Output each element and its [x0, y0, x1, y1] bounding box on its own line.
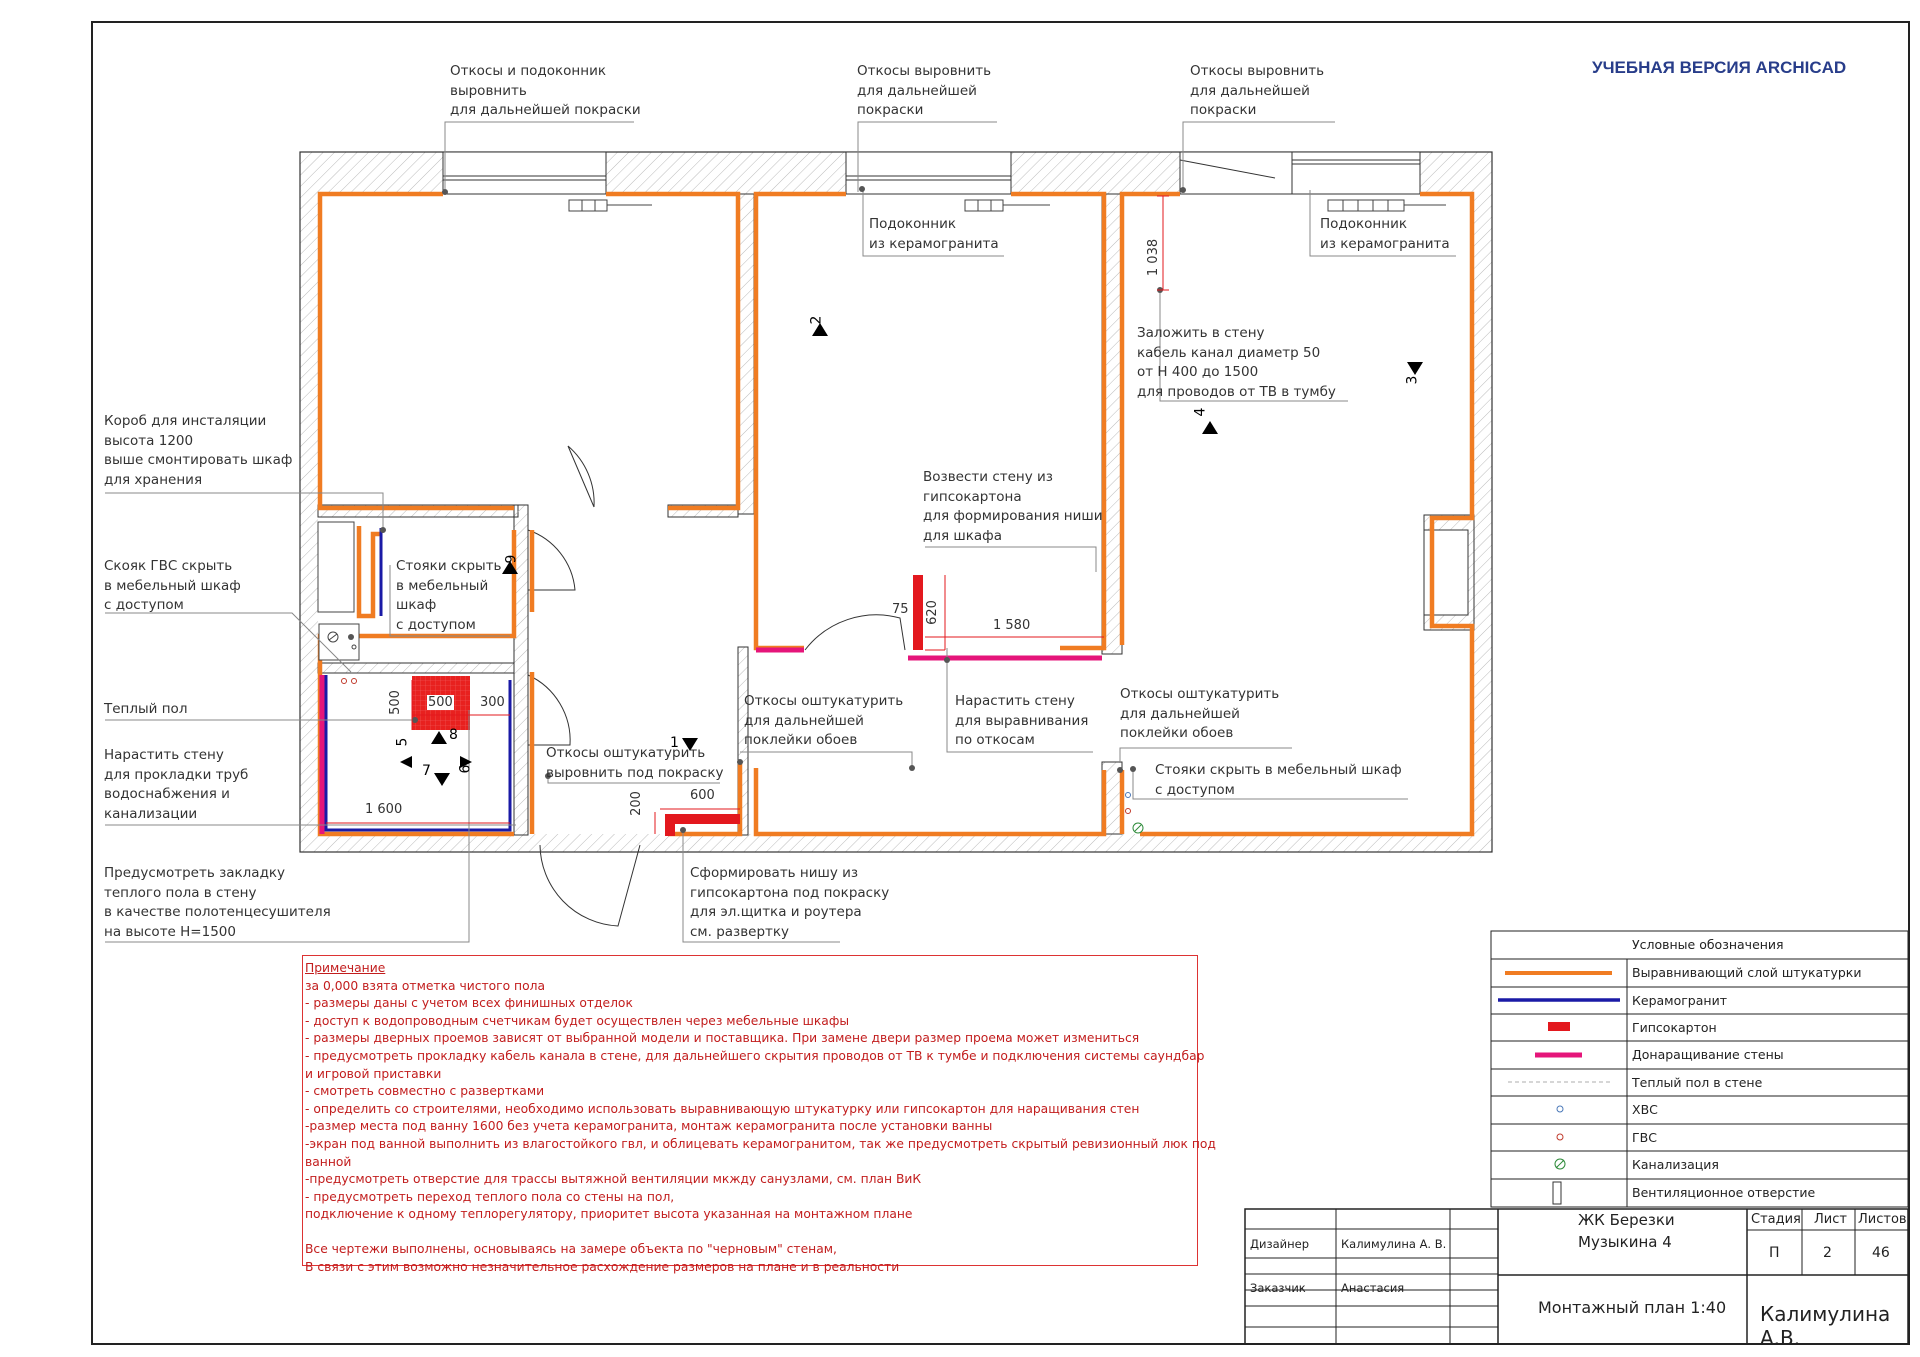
room-mark-8: 8	[449, 727, 458, 743]
dim-500-vertical: 500	[387, 690, 403, 715]
dim-1038: 1 038	[1146, 238, 1162, 277]
notes-title: Примечание	[305, 961, 386, 975]
note-install-box: Короб для инсталяции высота 1200 выше см…	[104, 413, 293, 488]
room-mark-2: 2	[808, 315, 825, 325]
note-drywall-niche: Возвести стену из гипсокартона для форми…	[923, 469, 1103, 544]
notes-line: подключение к одному теплорегулятору, пр…	[305, 1207, 913, 1222]
legend-label-buildup: Донаращивание стены	[1632, 1047, 1784, 1062]
dim-200: 200	[628, 791, 644, 816]
notes-line: и игровой приставки	[305, 1066, 442, 1081]
author-name: Калимулина А.В.	[1760, 1302, 1891, 1350]
legend-label-hot-water: ГВС	[1632, 1130, 1657, 1145]
sheets-value: 46	[1872, 1245, 1890, 1261]
leader-lines	[105, 121, 1456, 943]
note-hot-riser: Скояк ГВС скрыть в мебельный шкаф с дост…	[104, 558, 241, 613]
title-block	[1244, 1208, 1909, 1345]
wall-buildup	[319, 647, 1102, 834]
dim-300: 300	[480, 695, 505, 710]
legend-label-warm-floor: Теплый пол в стене	[1632, 1075, 1763, 1090]
notes-line: - предусмотреть прокладку кабель канала …	[305, 1048, 1205, 1063]
room-mark-1: 1	[670, 735, 679, 751]
note-sill-2: Подоконник из керамогранита	[1320, 216, 1450, 252]
client-name: Анастасия	[1341, 1281, 1405, 1295]
sheet-label: Лист	[1814, 1212, 1847, 1227]
plaster-contour	[317, 191, 1475, 837]
room-mark-4: 4	[1192, 407, 1209, 417]
client-label: Заказчик	[1250, 1281, 1306, 1295]
legend-table	[1490, 930, 1909, 1208]
ceramic-lines	[324, 528, 512, 832]
doors	[527, 445, 906, 927]
legend-label-sewage: Канализация	[1632, 1157, 1719, 1172]
notes-line	[305, 1224, 1195, 1241]
notes-line: -экран под ванной выполнить из влагостой…	[305, 1136, 1216, 1151]
legend-label-plaster: Выравнивающий слой штукатурки	[1632, 965, 1862, 980]
fixtures	[317, 521, 1144, 834]
notes-line: - предусмотреть переход теплого пола со …	[305, 1189, 675, 1204]
stage-value: П	[1769, 1245, 1780, 1261]
project-address: Музыкина 4	[1578, 1233, 1672, 1251]
dim-1580: 1 580	[993, 618, 1031, 633]
room-mark-9: 9	[503, 554, 520, 564]
note-wall-buildup: Нарастить стену для выравнивания по отко…	[955, 693, 1089, 748]
notes-line: - определить со строителями, необходимо …	[305, 1101, 1140, 1116]
notes-line: за 0,000 взята отметка чистого пола	[305, 978, 546, 993]
sheet-value: 2	[1823, 1245, 1832, 1261]
radiators	[568, 199, 1446, 212]
note-sill-1: Подоконник из керамогранита	[869, 216, 999, 252]
note-window-slopes-2: Откосы выровнить для дальнейшей покраски	[857, 63, 992, 118]
project-name: ЖК Березки	[1578, 1211, 1675, 1229]
notes-line: ванной	[305, 1154, 352, 1169]
room-mark-7: 7	[422, 763, 431, 779]
legend-label-drywall: Гипсокартон	[1632, 1020, 1717, 1035]
note-plaster-slopes-2: Откосы оштукатурить для дальнейшей покле…	[1120, 686, 1280, 741]
note-plaster-slopes-1: Откосы оштукатурить для дальнейшей покле…	[744, 693, 904, 748]
legend-label-cold-water: ХВС	[1632, 1102, 1658, 1117]
drawing-title: Монтажный план 1:40	[1538, 1298, 1727, 1317]
room-markers	[400, 323, 1423, 786]
notes-line: - доступ к водопроводным счетчикам будет…	[305, 1013, 850, 1028]
room-mark-6: 6	[457, 764, 474, 774]
note-cable-channel: Заложить в стену кабель канал диаметр 50…	[1137, 325, 1336, 400]
notes-line: - размеры дверных проемов зависят от выб…	[305, 1031, 1140, 1046]
note-towel-floor: Предусмотреть закладку теплого пола в ст…	[104, 865, 331, 940]
dim-500-horizontal: 500	[427, 695, 454, 710]
stage-label: Стадия	[1751, 1212, 1801, 1227]
notes-line: В связи с этим возможно незначительное р…	[305, 1259, 900, 1274]
notes-line: - размеры даны с учетом всех финишных от…	[305, 996, 633, 1011]
room-mark-5: 5	[394, 737, 411, 747]
watermark: УЧЕБНАЯ ВЕРСИЯ ARCHICAD	[1592, 58, 1847, 77]
legend-title: Условные обозначения	[1632, 937, 1784, 952]
dim-620: 620	[924, 600, 940, 625]
legend-label-ventilation: Вентиляционное отверстие	[1632, 1185, 1816, 1200]
dim-1600: 1 600	[365, 802, 403, 817]
leader-dots	[348, 186, 1186, 833]
dim-600: 600	[690, 788, 715, 803]
note-plaster-paint: Откосы оштукатурить выровнить под покрас…	[546, 745, 724, 781]
dim-75: 75	[892, 602, 909, 617]
note-window-slopes-3: Откосы выровнить для дальнейшей покраски	[1190, 63, 1325, 118]
note-pipes-wall: Нарастить стену для прокладки труб водос…	[104, 747, 249, 822]
room-mark-3: 3	[1404, 375, 1421, 385]
note-risers-cabinet-2: Стояки скрыть в мебельный шкаф с доступо…	[1155, 762, 1402, 798]
windows	[442, 151, 1469, 616]
sheet-frame	[91, 21, 1910, 1345]
drywall	[665, 575, 923, 836]
notes-box: Примечание за 0,000 взята отметка чистог…	[302, 955, 1216, 1274]
designer-name: Калимулина А. В.	[1341, 1237, 1447, 1251]
note-risers-cabinet: Стояки скрыть в мебельный шкаф с доступо…	[396, 558, 502, 633]
notes-line: - смотреть совместно с развертками	[305, 1084, 545, 1099]
legend-swatches	[1498, 971, 1620, 1205]
legend-label-ceramic: Керамогранит	[1632, 993, 1727, 1008]
designer-label: Дизайнер	[1250, 1237, 1309, 1251]
notes-line: -предусмотреть отверстие для трассы вытя…	[305, 1172, 922, 1187]
note-window-slopes-1: Откосы и подоконник выровнить для дальне…	[450, 63, 641, 118]
notes-line: -размер места под ванну 1600 без учета к…	[305, 1119, 993, 1134]
dimension-lines	[326, 195, 1169, 834]
note-warm-floor: Теплый пол	[104, 701, 188, 717]
notes-line: Все чертежи выполнены, основываясь на за…	[305, 1241, 837, 1256]
note-electric-niche: Сформировать нишу из гипсокартона под по…	[690, 865, 890, 940]
sheets-label: Листов	[1858, 1212, 1907, 1227]
